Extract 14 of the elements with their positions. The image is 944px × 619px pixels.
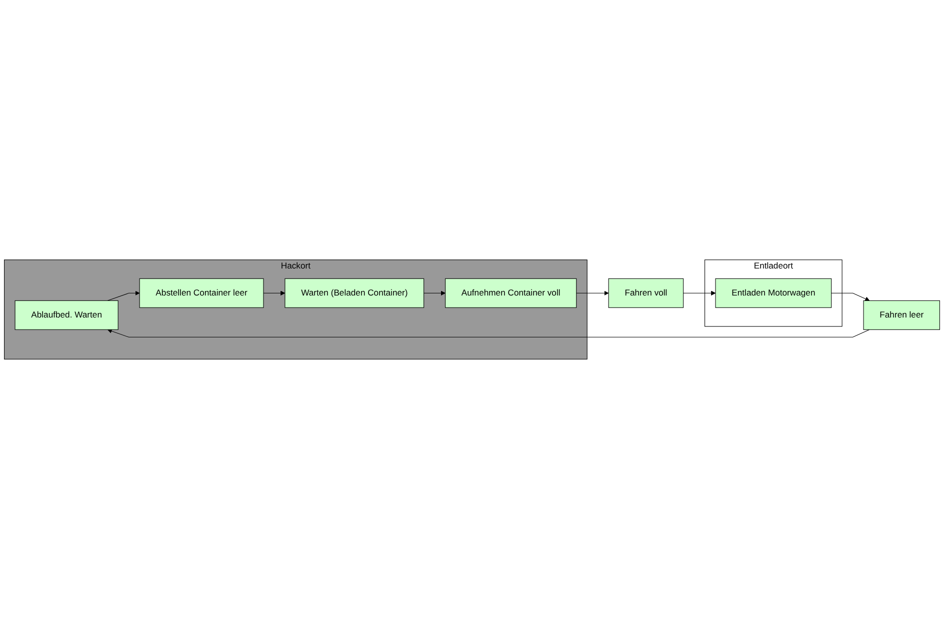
arrow: [107, 290, 140, 301]
node-box: Ablaufbed. Warten: [14, 300, 118, 330]
node-box: Aufnehmen Container voll: [445, 278, 577, 308]
arrow: [683, 290, 716, 296]
arrow: [424, 290, 446, 296]
arrow: [576, 290, 609, 296]
node-box: Fahren leer: [863, 300, 940, 330]
node-box: Entladen Motorwagen: [715, 278, 832, 308]
node-box: Warten (Beladen Container): [284, 278, 424, 308]
arrow: [263, 290, 286, 296]
arrow: [107, 328, 870, 338]
node-box: Abstellen Container leer: [139, 278, 264, 308]
arrow: [831, 292, 870, 302]
node-box: Fahren voll: [608, 278, 684, 308]
